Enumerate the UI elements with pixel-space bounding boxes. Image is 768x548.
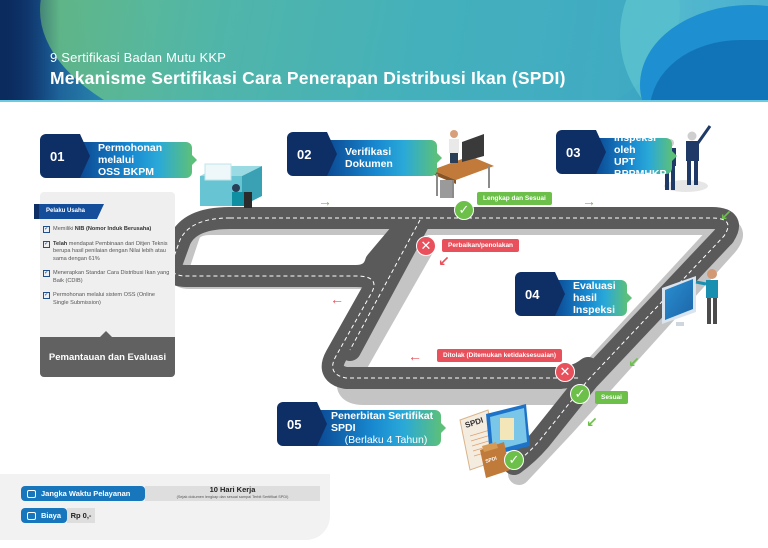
step-title: Penerbitan Sertifikat SPDI <box>331 410 434 434</box>
requirements-list: ✓ Memiliki NIB (Nomor Induk Berusaha) ✓ … <box>43 226 171 314</box>
step-02-card: 02 Verifikasi Dokumen <box>287 132 442 176</box>
banner-divider <box>0 100 768 102</box>
duration-value: 10 Hari Kerja (Sejak dokumen lengkap dan… <box>145 486 320 501</box>
banner-decor <box>0 0 60 102</box>
check-icon: ✓ <box>504 450 524 470</box>
checkbox-icon: ✓ <box>43 226 51 233</box>
checkbox-icon: ✓ <box>43 292 51 299</box>
step-subtitle: (Berlaku 4 Tahun) <box>344 434 428 446</box>
certificate-illustration: SPDI SPDI <box>459 404 530 478</box>
monitoring-evaluation-label: Pemantauan dan Evaluasi <box>40 331 175 377</box>
banner-decor <box>40 0 680 102</box>
complete-label: Lengkap dan Sesuai <box>477 192 552 205</box>
page-subtitle: 9 Sertifikasi Badan Mutu KKP <box>50 50 227 65</box>
arrow-down-left-icon: ↙ <box>720 207 732 223</box>
step-title-2: hasil Inspeksi <box>573 292 616 316</box>
arrow-right-icon: → <box>318 193 332 209</box>
step-number: 05 <box>277 402 327 446</box>
requirement-item: ✓ Telah mendapat Pembinaan dari Ditjen T… <box>43 240 168 262</box>
step-number: 03 <box>556 130 606 174</box>
ok-label: Sesuai <box>595 391 628 404</box>
folder-label: SPDI <box>485 455 499 465</box>
arrow-left-icon: ← <box>330 291 344 307</box>
checkbox-icon: ✓ <box>43 240 51 248</box>
calendar-icon <box>27 489 36 498</box>
step-number: 01 <box>40 134 90 178</box>
cost-value: Rp 0,- <box>67 508 95 523</box>
requirement-item: ✓ Memiliki NIB (Nomor Induk Berusaha) <box>43 226 152 233</box>
page-title: Mekanisme Sertifikasi Cara Penerapan Dis… <box>50 68 566 88</box>
header-banner: 9 Sertifikasi Badan Mutu KKP Mekanisme S… <box>0 0 768 102</box>
step-title: Permohonan melalui <box>98 142 163 166</box>
service-info-panel <box>0 474 330 540</box>
check-icon: ✓ <box>570 384 590 404</box>
money-icon <box>27 511 36 520</box>
requirement-item: ✓ Menerapkan Standar Cara Distribusi Ika… <box>43 270 170 284</box>
arrow-right-icon: → <box>582 193 596 209</box>
requirement-item: ✓ Permohonan melalui sistem OSS (Online … <box>43 292 156 306</box>
step-03-card: 03 Inspeksi oleh UPT BPPMHKP <box>556 130 677 180</box>
checkbox-icon: ✓ <box>43 270 51 277</box>
step-title: Evaluasi <box>573 280 616 292</box>
road-lane-markings <box>170 217 729 465</box>
inspectors-illustration <box>664 125 712 192</box>
panel-tag: Pelaku Usaha <box>34 204 104 219</box>
step-number: 04 <box>515 272 565 316</box>
step-01-card: 01 Permohonan melalui OSS BKPM <box>40 134 197 178</box>
arrow-down-left-icon: ↙ <box>438 253 450 269</box>
arrow-left-icon: ← <box>408 348 422 364</box>
step-title: Inspeksi oleh <box>614 132 657 156</box>
step-title-2: UPT BPPMHKP <box>614 156 667 180</box>
cross-icon: ✕ <box>555 362 575 382</box>
document-verifier-illustration <box>432 130 494 198</box>
cost-label: Biaya <box>21 508 67 523</box>
duration-label: Jangka Waktu Pelayanan <box>21 486 145 501</box>
arrow-down-left-icon: ↙ <box>628 354 640 370</box>
cross-icon: ✕ <box>416 236 436 256</box>
desk-worker-illustration <box>200 163 262 208</box>
step-05-card: 05 Penerbitan Sertifikat SPDI (Berlaku 4… <box>277 402 446 446</box>
step-number: 02 <box>287 132 337 176</box>
step-title: Verifikasi Dokumen <box>345 146 393 170</box>
fix-reject-label: Perbaikan/penolakan <box>442 239 520 252</box>
check-icon: ✓ <box>454 200 474 220</box>
step-title-2: OSS BKPM <box>98 166 155 178</box>
rejected-label: Ditolak (Ditemukan ketidaksesuaian) <box>437 349 563 362</box>
presenter-illustration <box>662 269 718 326</box>
arrow-down-left-icon: ↙ <box>586 414 598 430</box>
step-04-card: 04 Evaluasi hasil Inspeksi <box>515 272 632 316</box>
